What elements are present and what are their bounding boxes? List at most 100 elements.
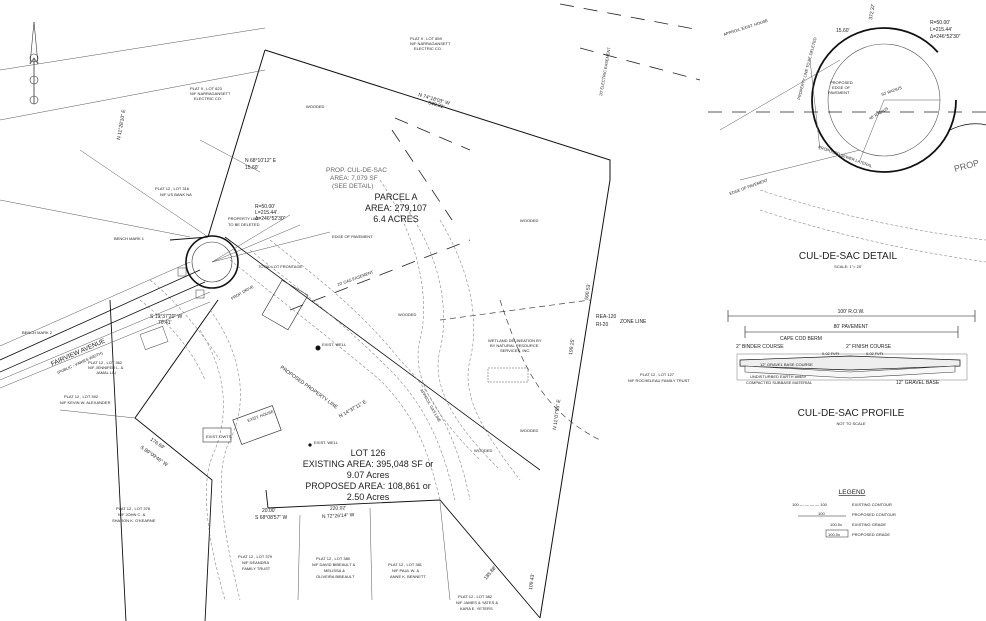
profile-gravel-base: 12" GRAVEL BASE xyxy=(896,380,940,386)
detail-scale: SCALE: 1"= 20' xyxy=(834,264,862,269)
plat-label: N/F NARRAGANSETT xyxy=(190,91,231,96)
plat-label: N/F ROCHELEAU FAMILY TRUST xyxy=(628,378,690,383)
legend-sample: 100 xyxy=(818,511,825,516)
plat-label: ANNE K. BENNETT xyxy=(390,574,426,579)
contour-lines xyxy=(139,179,521,601)
legend-label: PROPOSED GRADE xyxy=(852,532,890,537)
distance-label: 70.41' xyxy=(158,320,172,326)
profile-slope1: 0.02 Ft/Ft xyxy=(822,351,840,356)
plat-label: N/F DEANDRA xyxy=(242,560,269,565)
main-labels: PARCEL A AREA: 279,107 6.4 ACRES LOT 126… xyxy=(22,36,690,611)
distance-label: 220.02' xyxy=(330,505,347,512)
legend-label: PROPOSED CONTOUR xyxy=(852,512,896,517)
property-line-label: PROPERTY LINE xyxy=(228,216,260,221)
proposed-property-line-label: PROPOSED PROPERTY LINE xyxy=(279,365,339,411)
plat-label: PLAT 9 , LOT 859 xyxy=(410,36,443,41)
edge-pavement-label: EDGE OF PAVEMENT xyxy=(332,234,373,239)
profile-earth2: COMPACTED SUBBASE MATERIAL xyxy=(746,380,813,385)
legend-label: EXISTING CONTOUR xyxy=(852,502,892,507)
detail-radius2: 40' RADIUS xyxy=(868,106,889,121)
north-arrow-icon xyxy=(29,21,39,105)
bearing-label: N 72°26'14" W xyxy=(322,512,355,520)
profile-finish: 2" FINISH COURSE xyxy=(846,344,892,350)
detail-dist2: 372.37' xyxy=(868,3,877,20)
lot126-existing1: EXISTING AREA: 395,048 SF or xyxy=(303,459,434,469)
plat-label: N/F DAVID BIBEAULT & xyxy=(312,562,356,567)
culdesac-title: PROP. CUL-DE-SAC xyxy=(326,167,387,174)
profile-scale: NOT TO SCALE xyxy=(836,421,865,426)
zone-line-label: ZONE LINE xyxy=(620,319,647,325)
plat-label: N/F JOHN C. & xyxy=(118,512,146,517)
bearing-label: N 14°37'11" E xyxy=(338,399,368,420)
distance-label: 15.60' xyxy=(245,165,259,171)
wooded-label: WOODED xyxy=(520,218,539,223)
wooded-label: WOODED xyxy=(398,312,417,317)
bearing-label: S 89°09'46" W xyxy=(139,445,169,469)
wetland-label: BY NATURAL RESOURCE xyxy=(490,343,539,348)
plat-label: FAMILY TRUST xyxy=(242,566,271,571)
benchmark-label: BENCH MARK 1 xyxy=(114,236,145,241)
legend-sample: 100.0x xyxy=(828,532,840,537)
gas-line-label: APPROX. GAS LINE xyxy=(419,388,442,423)
plat-label: PLAT 12 , LOT 379 xyxy=(238,554,273,559)
profile-gravel-course: 12" GRAVEL BASE COURSE xyxy=(760,362,813,367)
bearing-label: S 68°08'57" W xyxy=(255,515,288,521)
detail-delta: Δ=246°52'30" xyxy=(930,34,961,40)
plat-label: MELISSA & xyxy=(324,568,345,573)
culdesac-delta: Δ=246°52'30" xyxy=(255,216,286,222)
distance-label: 185.88' xyxy=(483,565,498,581)
legend-sample: 100.0x xyxy=(830,522,842,527)
bearing-label: S 19°37'20" W xyxy=(150,314,183,320)
easement-label: 20' GAS EASEMENT xyxy=(337,269,375,287)
owts-label: EXIST. OWTS xyxy=(206,434,232,439)
detail-sewer: PROPOSED SEWER LATERAL xyxy=(818,144,874,168)
wooded-label: WOODED xyxy=(474,448,493,453)
zone-label: REA-120 xyxy=(596,314,617,320)
fairview-avenue-road xyxy=(0,261,211,389)
wetland-label: SERVICES, INC. xyxy=(500,348,530,353)
well-label: EXIST. WELL xyxy=(322,342,347,347)
distance-label: 199.25' xyxy=(568,338,576,355)
detail-proposed-edge3: PAVEMENT xyxy=(828,90,850,95)
plat-label: PLAT 9 , LOT 623 xyxy=(190,86,223,91)
detail-dist: 15.60' xyxy=(836,28,850,34)
plat-label: N/F KEVIN W. ALEXANDER xyxy=(60,400,111,405)
plat-label: PLAT 12 , LOT 378 xyxy=(116,506,151,511)
detail-title: CUL-DE-SAC DETAIL xyxy=(799,251,898,262)
frontage-label: TOTAL LOT FRONTAGE xyxy=(258,264,303,269)
plat-label: N/F JAMES & YATES & xyxy=(456,600,498,605)
plat-label: N/F JENNIFER L. & xyxy=(88,365,124,370)
easement-lines xyxy=(289,3,701,441)
distance-label: 20.00' xyxy=(262,508,276,514)
legend: LEGEND 100 — — — — 100 EXISTING CONTOUR … xyxy=(792,489,896,538)
property-boundaries xyxy=(0,27,611,621)
plat-label: OLIVEIRA BIBEAULT xyxy=(316,574,355,579)
detail-property-line: PROPERTY LINE TO BE DELETED xyxy=(796,37,818,101)
legend-title: LEGEND xyxy=(839,489,866,496)
detail-r: R=50.00' xyxy=(930,20,950,26)
distance-label: 590.53' xyxy=(584,283,592,300)
culdesac-detail: CUL-DE-SAC DETAIL SCALE: 1"= 20' R=50.00… xyxy=(708,3,986,269)
plat-label: PLAT 12 , LOT 127 xyxy=(640,372,675,377)
culdesac-l: L=215.44' xyxy=(255,210,277,216)
plat-label: KARA E. YETERS xyxy=(460,606,493,611)
profile-slope2: 0.02 Ft/Ft xyxy=(866,351,884,356)
detail-radius: 50' RADIUS xyxy=(881,85,903,97)
plat-label: ELECTRIC CO. xyxy=(194,96,222,101)
detail-l: L=215.44' xyxy=(930,27,952,33)
detail-prop: PROP xyxy=(953,158,980,174)
property-line-label: TO BE DELETED xyxy=(228,222,260,227)
plat-label: SHARON K. O'KEARNE xyxy=(112,518,156,523)
legend-label: EXISTING GRADE xyxy=(852,522,886,527)
detail-proposed-edge: PROPOSED xyxy=(830,80,853,85)
distance-label: 176.69' xyxy=(149,437,166,451)
bearing-label: N 11°28'10" E xyxy=(116,108,127,140)
lot126-proposed1: PROPOSED AREA: 108,861 or xyxy=(305,481,431,491)
cul-de-sac-main xyxy=(177,214,331,299)
lot126-proposed2: 2.50 Acres xyxy=(347,492,390,502)
plat-label: N/F US BANK NA xyxy=(160,192,192,197)
plat-label: PLAT 12 , LOT 380 xyxy=(316,556,351,561)
plat-label: N/F PAUL W. & xyxy=(392,568,419,573)
legend-sample: 100 — — — — 100 xyxy=(792,502,828,507)
distance-label: 548.31' xyxy=(427,100,444,110)
